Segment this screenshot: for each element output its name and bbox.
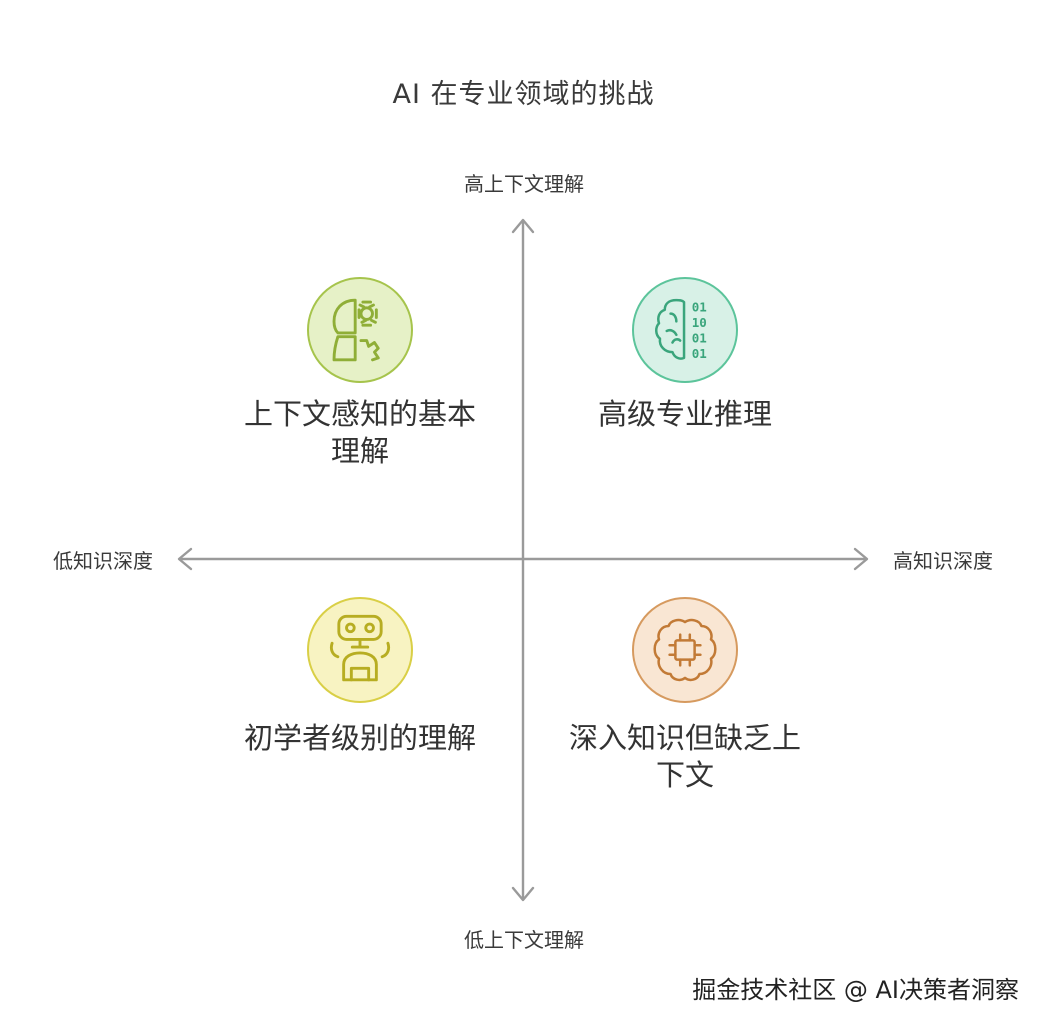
quadrant-label-top-right: 高级专业推理 xyxy=(597,397,772,431)
arrow-up-icon xyxy=(511,218,535,234)
svg-text:01: 01 xyxy=(692,331,707,346)
axis-label-right: 高知识深度 xyxy=(893,549,993,573)
diagram-title: AI 在专业领域的挑战 xyxy=(392,79,655,110)
svg-text:10: 10 xyxy=(692,315,707,330)
robot-icon xyxy=(307,597,413,703)
axis-label-top: 高上下文理解 xyxy=(464,172,584,196)
head-gear-icon xyxy=(307,277,413,383)
brain-chip-icon xyxy=(632,597,738,703)
arrow-down-icon xyxy=(511,886,535,902)
quadrant-label-bottom-left: 初学者级别的理解 xyxy=(243,721,476,755)
axis-label-left: 低知识深度 xyxy=(53,549,153,573)
arrow-right-icon xyxy=(853,547,869,571)
brain-binary-icon: 01 10 01 01 xyxy=(632,277,738,383)
svg-text:01: 01 xyxy=(692,346,707,361)
arrow-left-icon xyxy=(177,547,193,571)
quadrant-label-top-left: 上下文感知的基本理解 xyxy=(243,397,476,468)
watermark: 掘金技术社区 @ AI决策者洞察 xyxy=(692,976,1019,1004)
quadrant-label-bottom-right: 深入知识但缺乏上下文 xyxy=(568,721,801,792)
svg-text:01: 01 xyxy=(692,300,707,315)
axis-label-bottom: 低上下文理解 xyxy=(464,928,584,952)
